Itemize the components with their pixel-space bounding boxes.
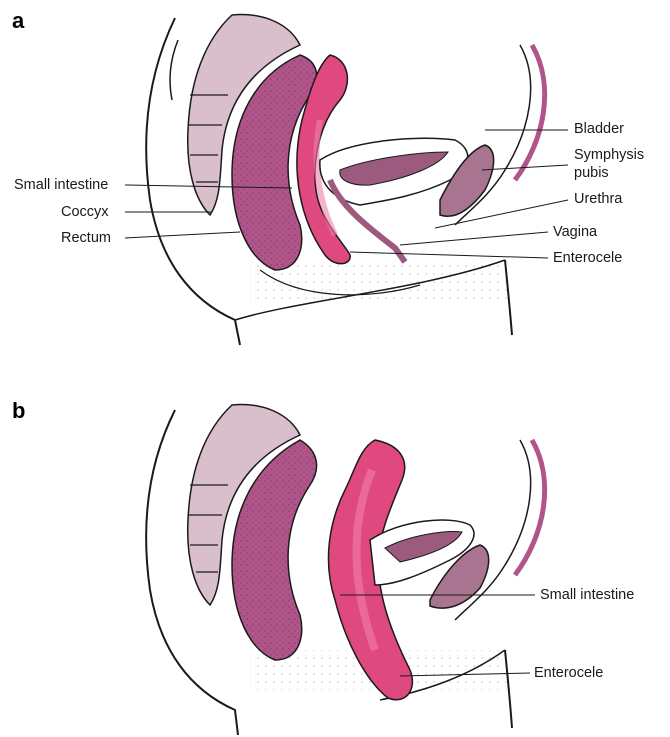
label-coccyx: Coccyx <box>61 204 109 220</box>
panel-a-drawing <box>125 15 568 345</box>
label-symphysis: Symphysis <box>574 147 644 163</box>
label-pubis: pubis <box>574 165 609 181</box>
panel-b-drawing <box>146 405 544 735</box>
label-enterocele-a: Enterocele <box>553 250 622 266</box>
label-small-intestine-a: Small intestine <box>14 177 108 193</box>
label-bladder: Bladder <box>574 121 624 137</box>
label-vagina: Vagina <box>553 224 597 240</box>
label-rectum: Rectum <box>61 230 111 246</box>
label-small-intestine-b: Small intestine <box>540 587 634 603</box>
label-enterocele-b: Enterocele <box>534 665 603 681</box>
label-urethra: Urethra <box>574 191 622 207</box>
